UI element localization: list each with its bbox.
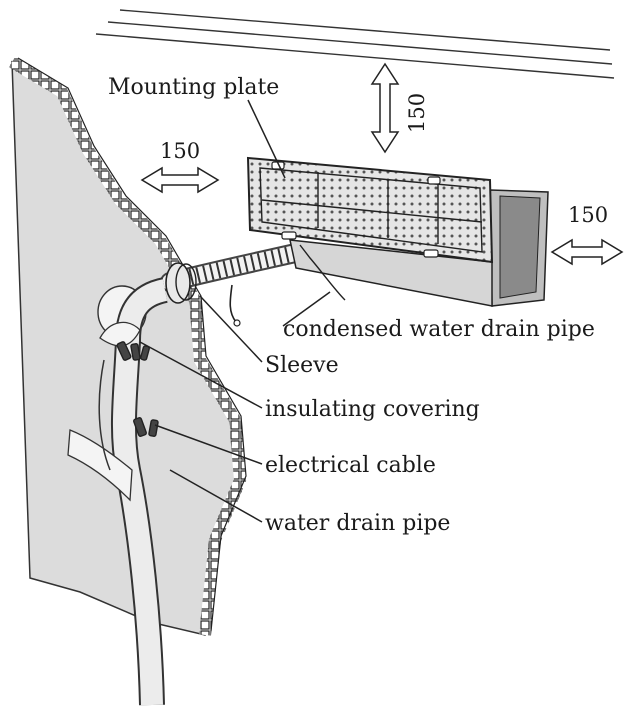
- condensed-drain-hose: [299, 244, 346, 301]
- label-clearance-top: 150: [405, 93, 429, 133]
- label-clearance-left: 150: [160, 139, 200, 163]
- leader-lines: [139, 99, 331, 523]
- label-sleeve: Sleeve: [265, 353, 339, 378]
- label-electrical-cable: electrical cable: [265, 453, 436, 478]
- label-condensed-drain: condensed water drain pipe: [283, 317, 595, 342]
- clearance-arrow-left: [140, 166, 220, 194]
- indoor-unit: [246, 156, 549, 307]
- insulating-covering: [99, 321, 141, 347]
- label-clearance-right: 150: [568, 203, 608, 227]
- outdoor-pipe: [110, 277, 169, 706]
- sleeve: [165, 262, 197, 304]
- label-insulating-covering: insulating covering: [265, 397, 480, 422]
- ceiling-lines: [95, 9, 615, 79]
- label-water-drain-pipe: water drain pipe: [265, 511, 450, 536]
- cable-ends: [116, 341, 159, 437]
- clearance-arrow-right: [550, 238, 624, 266]
- label-mounting-plate: Mounting plate: [108, 75, 279, 100]
- clearance-arrow-top: [370, 62, 400, 154]
- hanging-wire: [229, 284, 237, 323]
